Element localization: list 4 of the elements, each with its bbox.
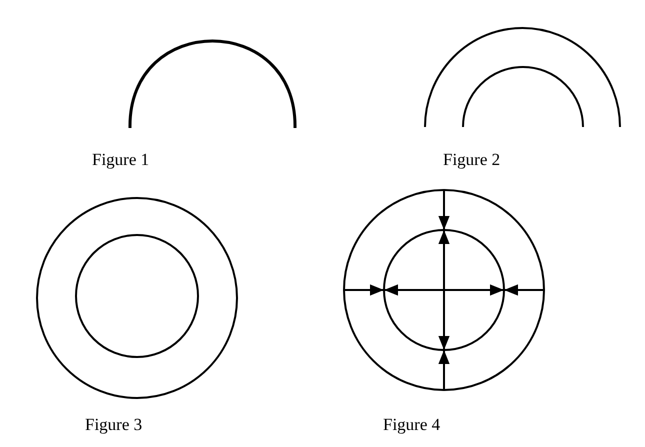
- figure-caption: Figure 1: [92, 150, 150, 170]
- figure-caption: Figure 3: [85, 415, 142, 435]
- figure-caption: Figure 4: [383, 415, 440, 435]
- figure-caption: Figure 2: [443, 150, 500, 170]
